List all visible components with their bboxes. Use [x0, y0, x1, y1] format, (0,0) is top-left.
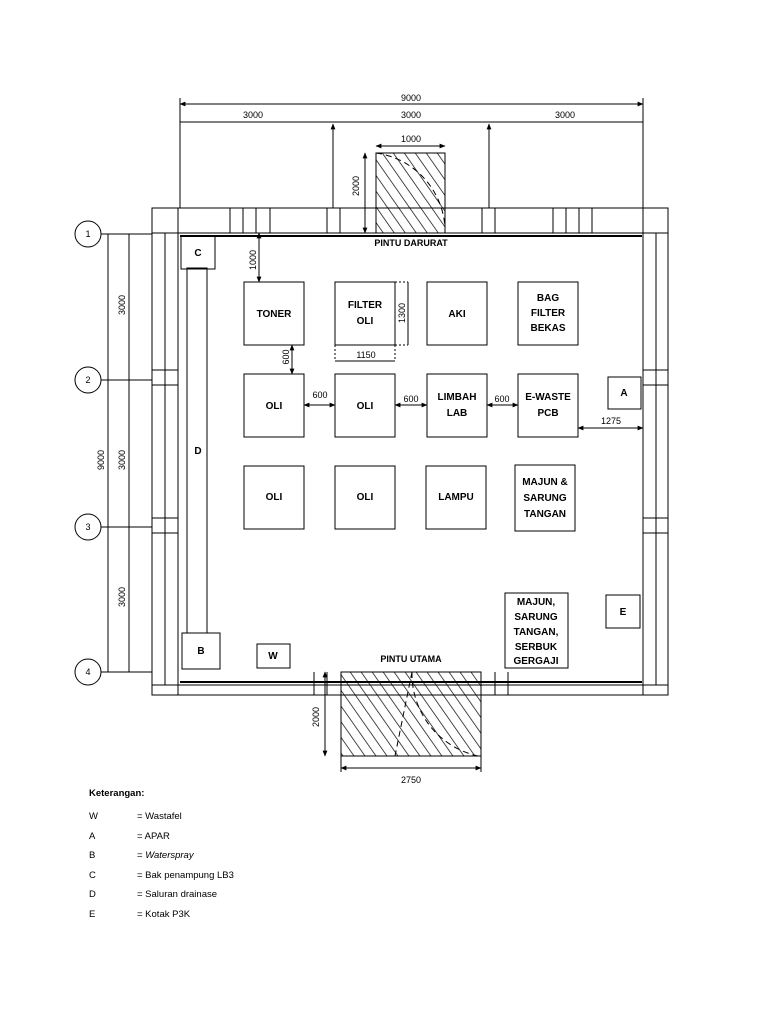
- legend-row: C = Bak penampung LB3: [89, 870, 234, 890]
- label-ewaste-2: PCB: [537, 408, 558, 419]
- legend-value: = Wastafel: [137, 811, 182, 822]
- main-door: [340, 671, 482, 757]
- label-bag-filter-1: BAG: [537, 293, 559, 304]
- label-filter-oli-2: OLI: [357, 316, 374, 327]
- dim-row-gap: 600: [281, 349, 291, 364]
- inner-wall: [177, 232, 644, 686]
- legend-row: E = Kotak P3K: [89, 909, 234, 929]
- label-majun-sarung-3: TANGAN: [524, 509, 566, 520]
- legend-row: B = Waterspray: [89, 850, 234, 870]
- label-marker-c: C: [194, 248, 201, 259]
- label-filter-oli-1: FILTER: [348, 300, 383, 311]
- legend-key: A: [89, 830, 96, 842]
- box-aki: [426, 281, 488, 346]
- dim-bay-3: 3000: [555, 110, 575, 120]
- legend-value: = APAR: [137, 830, 170, 842]
- dim-main-door-depth: 2000: [311, 707, 321, 727]
- label-aki: AKI: [448, 309, 465, 320]
- label-main-door: PINTU UTAMA: [380, 654, 442, 664]
- box-ewaste: [517, 373, 579, 438]
- label-majun-gergaji-2: SARUNG: [514, 612, 558, 623]
- legend-value: = Kotak P3K: [137, 908, 191, 920]
- dim-main-door-width: 2750: [401, 775, 421, 785]
- box-filter-oli: [334, 281, 396, 346]
- label-marker-a: A: [620, 388, 627, 399]
- box-lampu: [425, 465, 487, 530]
- label-majun-gergaji-1: MAJUN,: [517, 597, 556, 608]
- marker-c: [180, 235, 216, 270]
- grid-label-1: 1: [85, 229, 90, 239]
- legend-key: E: [89, 908, 96, 920]
- outer-wall: [151, 207, 669, 696]
- label-majun-sarung-1: MAJUN &: [522, 477, 568, 488]
- legend-key: D: [89, 889, 96, 900]
- label-majun-gergaji-4: SERBUK: [515, 642, 558, 653]
- legend-value: = Bak penampung LB3: [137, 869, 234, 881]
- grid-label-2: 2: [85, 375, 90, 385]
- label-bag-filter-3: BEKAS: [530, 323, 565, 334]
- marker-b: [181, 632, 221, 670]
- label-marker-e: E: [620, 607, 627, 618]
- dim-clearance-top: 1000: [248, 250, 258, 270]
- legend-value-italic: Waterspray: [145, 850, 194, 861]
- label-majun-gergaji-5: GERGAJI: [513, 656, 558, 667]
- label-limbah-lab-2: LAB: [447, 408, 468, 419]
- dim-emergency-door-depth: 2000: [351, 176, 361, 196]
- legend-row: A = APAR: [89, 831, 234, 851]
- label-emergency-door: PINTU DARURAT: [374, 238, 448, 248]
- label-oli-4: OLI: [357, 492, 374, 503]
- legend-key: W: [89, 811, 98, 822]
- box-oli-4: [334, 465, 396, 530]
- label-lampu: LAMPU: [438, 492, 474, 503]
- dim-bay-2: 3000: [401, 110, 421, 120]
- box-majun-sarung: [514, 464, 576, 532]
- label-bag-filter-2: FILTER: [531, 308, 566, 319]
- dim-emergency-door-width: 1000: [401, 134, 421, 144]
- dim-filter-height: 1300: [397, 303, 407, 323]
- marker-w: [256, 643, 291, 669]
- dim-total-width: 9000: [401, 93, 421, 103]
- label-oli-2: OLI: [357, 401, 374, 412]
- label-ewaste-1: E-WASTE: [525, 392, 571, 403]
- label-oli-1: OLI: [266, 401, 283, 412]
- emergency-door: [375, 152, 446, 234]
- dim-grid-span-1: 3000: [117, 295, 127, 315]
- label-oli-3: OLI: [266, 492, 283, 503]
- legend-title: Keterangan:: [89, 788, 145, 799]
- label-majun-gergaji-3: TANGAN,: [514, 627, 559, 638]
- box-bag-filter: [517, 281, 579, 346]
- box-limbah-lab: [426, 373, 488, 438]
- dim-wall-clearance: 1275: [601, 416, 621, 426]
- marker-a: [607, 376, 642, 410]
- dim-bay-1: 3000: [243, 110, 263, 120]
- box-toner: [243, 281, 305, 346]
- dim-aisle-1: 600: [312, 390, 327, 400]
- label-marker-b: B: [197, 646, 204, 657]
- legend-row: W = Wastafel: [89, 811, 234, 831]
- box-majun-gergaji: [504, 592, 569, 669]
- label-limbah-lab-1: LIMBAH: [438, 392, 477, 403]
- label-marker-w: W: [268, 651, 278, 662]
- label-majun-sarung-2: SARUNG: [523, 493, 567, 504]
- dim-aisle-2: 600: [403, 394, 418, 404]
- grid-label-3: 3: [85, 522, 90, 532]
- dim-grid-span-3: 3000: [117, 587, 127, 607]
- dim-aisle-3: 600: [494, 394, 509, 404]
- grid-label-4: 4: [85, 667, 90, 677]
- legend-value-prefix: =: [137, 850, 146, 861]
- label-toner: TONER: [257, 309, 293, 320]
- legend-key: B: [89, 850, 96, 861]
- legend-value: = Waterspray: [137, 850, 194, 861]
- dim-grid-span-2: 3000: [117, 450, 127, 470]
- legend-value: = Saluran drainase: [137, 889, 218, 900]
- dim-filter-width: 1150: [356, 350, 375, 360]
- legend-key: C: [89, 869, 96, 881]
- marker-e: [605, 594, 641, 629]
- legend-row: D = Saluran drainase: [89, 889, 234, 909]
- legend: Keterangan: W = Wastafel A = APAR B = Wa…: [89, 788, 234, 928]
- box-oli-3: [243, 465, 305, 530]
- label-marker-d: D: [194, 446, 201, 457]
- dim-total-depth: 9000: [96, 450, 106, 470]
